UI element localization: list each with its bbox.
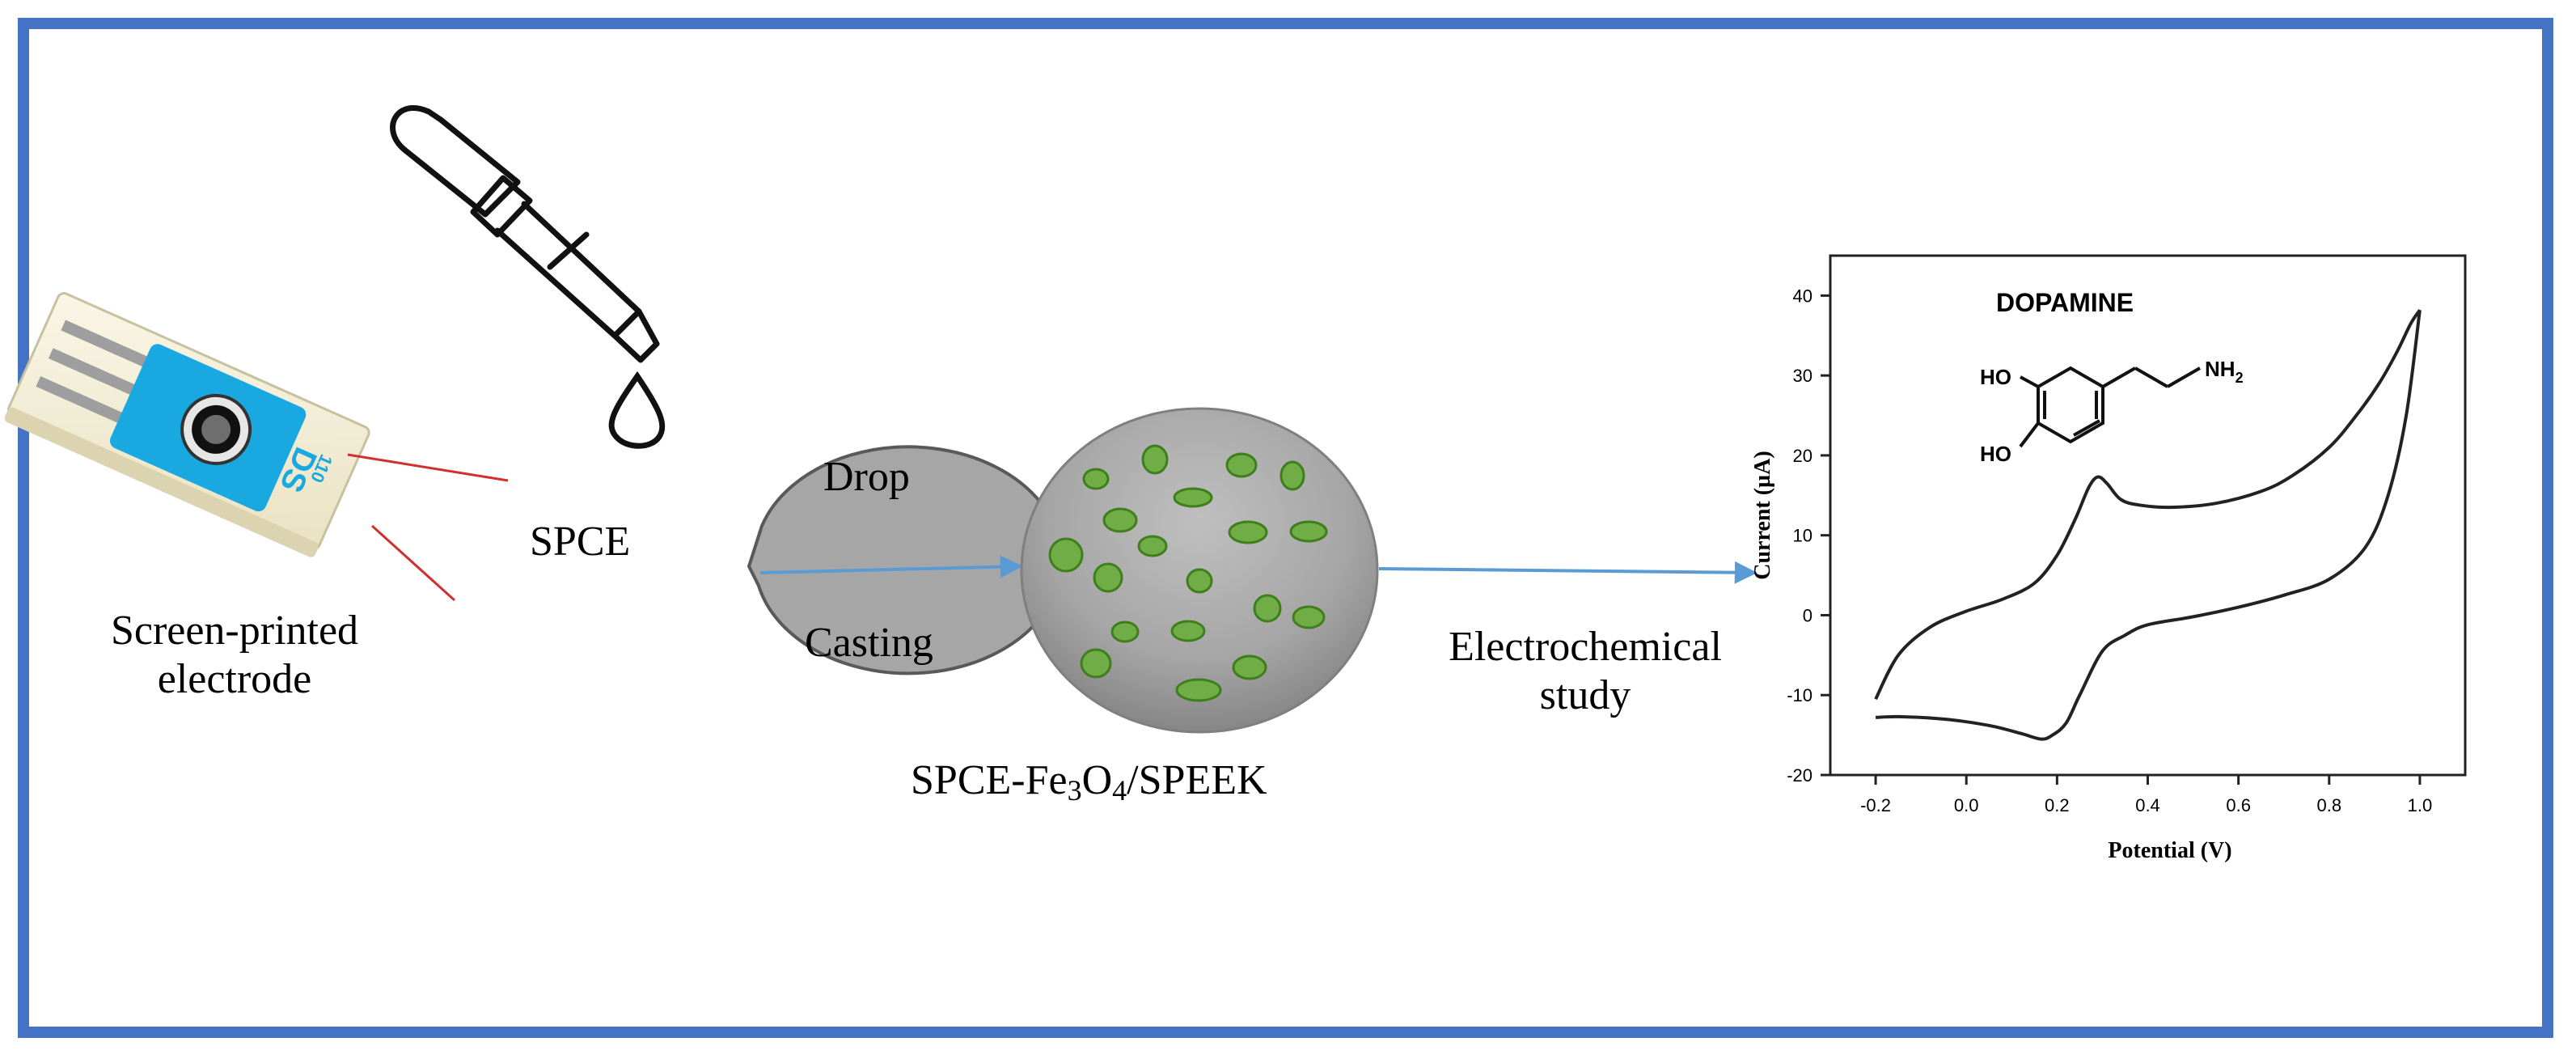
fe3o4-particle <box>1110 620 1140 643</box>
y-tick-label: 30 <box>1793 366 1813 386</box>
screen-printed-line1: Screen-printed <box>110 608 359 654</box>
product-label: SPCE-Fe3O4/SPEEK <box>911 757 1267 807</box>
fe3o4-particle <box>1232 654 1267 680</box>
x-axis-label: Potential (V) <box>2108 838 2231 863</box>
casting-label: Casting <box>805 620 933 666</box>
cv-chart: -0.2 0.0 0.2 0.4 0.6 0.8 1.0 40 30 20 10 0 -10 -20 C… <box>1750 254 2467 863</box>
cv-reverse-scan-line <box>1875 309 2422 741</box>
screen-printed-electrode-strip <box>4 292 370 557</box>
fe3o4-particle <box>1253 594 1282 623</box>
x-tick-label: 0.2 <box>2045 795 2070 815</box>
fe3o4-particle <box>1175 678 1222 702</box>
y-tick-label: -20 <box>1787 765 1813 786</box>
fe3o4-particle <box>1280 460 1305 491</box>
fe3o4-particle <box>1292 605 1326 629</box>
fe3o4-particle <box>1289 520 1328 543</box>
electrochemical-line2: study <box>1539 671 1631 718</box>
chart-annotation-dopamine: DOPAMINE <box>1996 288 2134 317</box>
y-tick-label: 20 <box>1793 446 1813 466</box>
spce-fe3o4-speek-disc <box>1020 407 1379 734</box>
chart-plot-frame <box>1829 254 2467 777</box>
zoom-line-bottom <box>370 524 456 602</box>
nh2-label: NH2 <box>2205 357 2244 386</box>
fe3o4-particle <box>1080 648 1112 679</box>
fe3o4-particle <box>1093 562 1123 593</box>
fe3o4-particle <box>1228 520 1268 544</box>
drop-label: Drop <box>823 454 910 500</box>
electrochemical-line1: Electrochemical <box>1449 624 1722 670</box>
y-tick-label: 10 <box>1793 526 1813 546</box>
fe3o4-particle <box>1048 537 1084 573</box>
electrochemical-study-label: Electrochemical study <box>1407 623 1763 720</box>
zoom-line-top <box>347 453 509 482</box>
dropper-icon <box>390 105 660 363</box>
x-tick-label: 0.6 <box>2226 795 2251 815</box>
spce-label: SPCE <box>530 519 631 565</box>
fe3o4-particle <box>1082 468 1110 490</box>
y-tick-label: 0 <box>1803 605 1813 625</box>
arrow-drop-casting <box>759 555 1023 578</box>
droplet-icon <box>608 371 666 449</box>
x-tick-label: -0.2 <box>1860 795 1891 815</box>
fe3o4-particle <box>1225 452 1258 478</box>
y-tick-label: -10 <box>1787 685 1813 705</box>
fe3o4-particle <box>1102 507 1138 533</box>
fe3o4-particle <box>1173 487 1213 508</box>
y-axis-label: Current (µA) <box>1750 451 1775 579</box>
x-tick-label: 0.8 <box>2316 795 2341 815</box>
y-tick-label: 40 <box>1793 286 1813 306</box>
fe3o4-particle <box>1170 620 1206 642</box>
fe3o4-particle <box>1186 568 1213 594</box>
screen-printed-line2: electrode <box>157 655 312 702</box>
cv-forward-scan-line <box>1874 309 2422 701</box>
screen-printed-electrode-label: Screen-printed electrode <box>65 607 404 704</box>
fe3o4-particle <box>1141 444 1169 475</box>
arrow-electrochemical <box>1378 561 1758 584</box>
ho-label-top: HO <box>1980 365 2011 389</box>
ho-label-bottom: HO <box>1980 442 2011 466</box>
x-tick-label: 1.0 <box>2408 795 2433 815</box>
fe3o4-particle <box>1137 535 1168 557</box>
x-tick-label: 0.0 <box>1954 795 1979 815</box>
diagram-frame <box>18 18 2553 1038</box>
x-tick-label: 0.4 <box>2135 795 2160 815</box>
dopamine-structure <box>2019 366 2201 448</box>
